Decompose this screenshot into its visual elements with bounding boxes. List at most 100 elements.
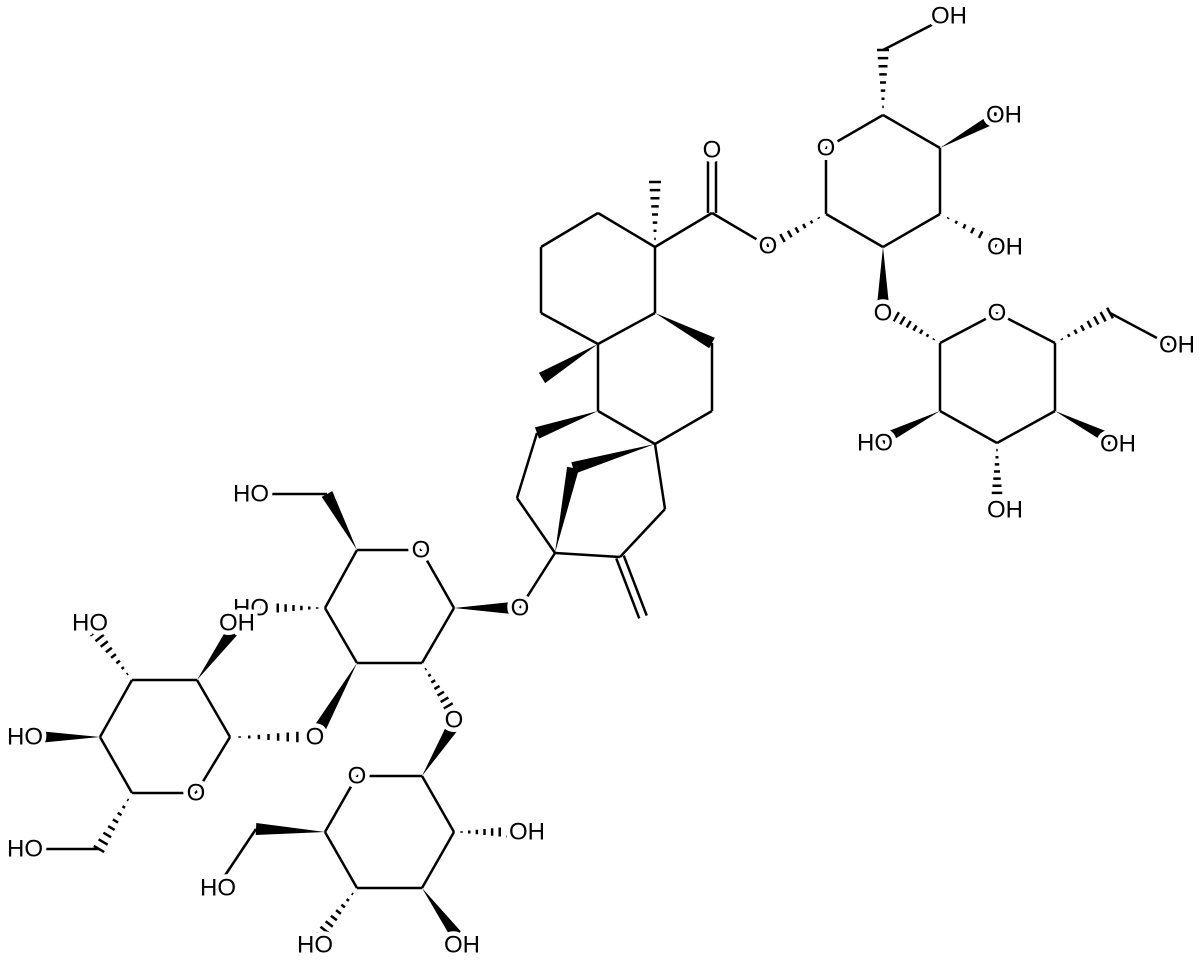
- atom-label: OH: [987, 497, 1023, 524]
- atom-label: OH: [509, 819, 545, 846]
- atom-label: OH: [444, 932, 480, 959]
- bonds: [38, 14, 1171, 941]
- hash-bond: [970, 227, 975, 234]
- hash-bond: [1066, 333, 1071, 338]
- wedge-bond: [879, 411, 940, 446]
- hash-bond: [351, 892, 354, 896]
- atom-label: HO: [233, 481, 269, 508]
- hash-bond: [925, 333, 930, 338]
- hash-bond: [446, 707, 458, 717]
- hash-bond: [892, 311, 901, 322]
- single-bond: [882, 14, 950, 52]
- hash-bond: [919, 329, 924, 335]
- single-bond: [540, 211, 599, 249]
- atom-label: O: [306, 724, 325, 751]
- wedge-bond: [38, 731, 100, 743]
- wedge-bond: [255, 823, 325, 835]
- hash-bond: [433, 684, 441, 691]
- hash-bond: [809, 220, 814, 224]
- single-bond: [515, 497, 557, 554]
- single-bond: [882, 113, 941, 150]
- single-bond: [420, 831, 456, 889]
- hash-bond: [436, 690, 445, 697]
- hash-bond: [764, 240, 772, 252]
- atom-label: OH: [219, 610, 255, 637]
- hash-bond: [99, 640, 109, 648]
- hash-bond: [427, 673, 432, 678]
- hash-bond: [443, 702, 454, 710]
- hash-bond: [885, 307, 895, 319]
- hash-bond: [1099, 311, 1107, 322]
- hash-bond: [126, 798, 130, 802]
- single-bond: [654, 409, 713, 446]
- atom-label: HO: [233, 595, 269, 622]
- hash-bond: [1073, 329, 1078, 335]
- hash-bond: [345, 898, 350, 902]
- single-bond: [597, 211, 656, 249]
- hash-bond: [794, 226, 800, 234]
- hash-bond: [117, 811, 123, 817]
- hash-bond: [985, 234, 992, 244]
- atom-label: O: [817, 135, 836, 162]
- single-bond: [939, 311, 998, 345]
- hash-bond: [110, 653, 117, 659]
- hash-bond: [1086, 320, 1093, 329]
- hash-bond: [786, 230, 793, 238]
- wedge-bond: [877, 247, 889, 305]
- single-bond: [597, 311, 656, 346]
- single-bond: [619, 508, 666, 558]
- hash-bond: [977, 230, 984, 239]
- single-bond: [195, 679, 232, 738]
- single-bond: [882, 212, 941, 249]
- single-bond: [825, 212, 884, 249]
- single-bond: [711, 211, 769, 248]
- hash-bond: [319, 925, 330, 935]
- single-bond: [194, 736, 232, 794]
- hash-bond: [817, 216, 821, 220]
- single-bond: [654, 211, 713, 249]
- wedge-bond: [1055, 411, 1115, 446]
- single-bond: [554, 551, 621, 559]
- hash-bond: [94, 633, 105, 643]
- wedge-bond: [940, 109, 1003, 148]
- hash-bond: [993, 237, 1001, 249]
- single-bond: [323, 775, 359, 833]
- hash-bond: [779, 233, 786, 243]
- wedge-bond: [321, 491, 357, 550]
- single-bond: [939, 409, 998, 445]
- hash-bond: [899, 315, 906, 326]
- atom-label: HO: [7, 836, 43, 863]
- hash-bond: [946, 216, 950, 220]
- hash-bond: [102, 831, 112, 839]
- atom-label: OH: [1159, 332, 1195, 359]
- atom-label: HO: [297, 932, 333, 959]
- atom-label: HO: [200, 875, 236, 902]
- single-bond: [420, 607, 456, 664]
- atom-label: HO: [7, 724, 43, 751]
- single-bond: [420, 775, 456, 833]
- single-bond: [323, 607, 359, 664]
- single-bond: [1109, 311, 1171, 347]
- atom-label: O: [703, 137, 722, 164]
- hash-bond: [932, 337, 936, 341]
- hash-bond: [1079, 324, 1086, 332]
- wedge-bond: [197, 628, 237, 680]
- hash-bond: [912, 324, 918, 332]
- wedge-bond: [571, 444, 655, 474]
- hash-bond: [771, 236, 779, 248]
- double-bond: [622, 555, 648, 617]
- hash-bond: [1092, 315, 1100, 326]
- double-bond: [615, 557, 641, 619]
- single-bond: [540, 311, 599, 346]
- hash-bond: [126, 672, 129, 676]
- wedge-bond: [538, 344, 598, 384]
- wedge-bond: [454, 602, 512, 614]
- hash-bond: [905, 320, 912, 329]
- wedge-bond: [534, 411, 598, 439]
- hash-bond: [324, 920, 334, 928]
- hash-bond: [954, 220, 959, 225]
- hash-bond: [962, 223, 967, 229]
- single-bond: [653, 443, 667, 510]
- atom-label: HO: [857, 430, 893, 457]
